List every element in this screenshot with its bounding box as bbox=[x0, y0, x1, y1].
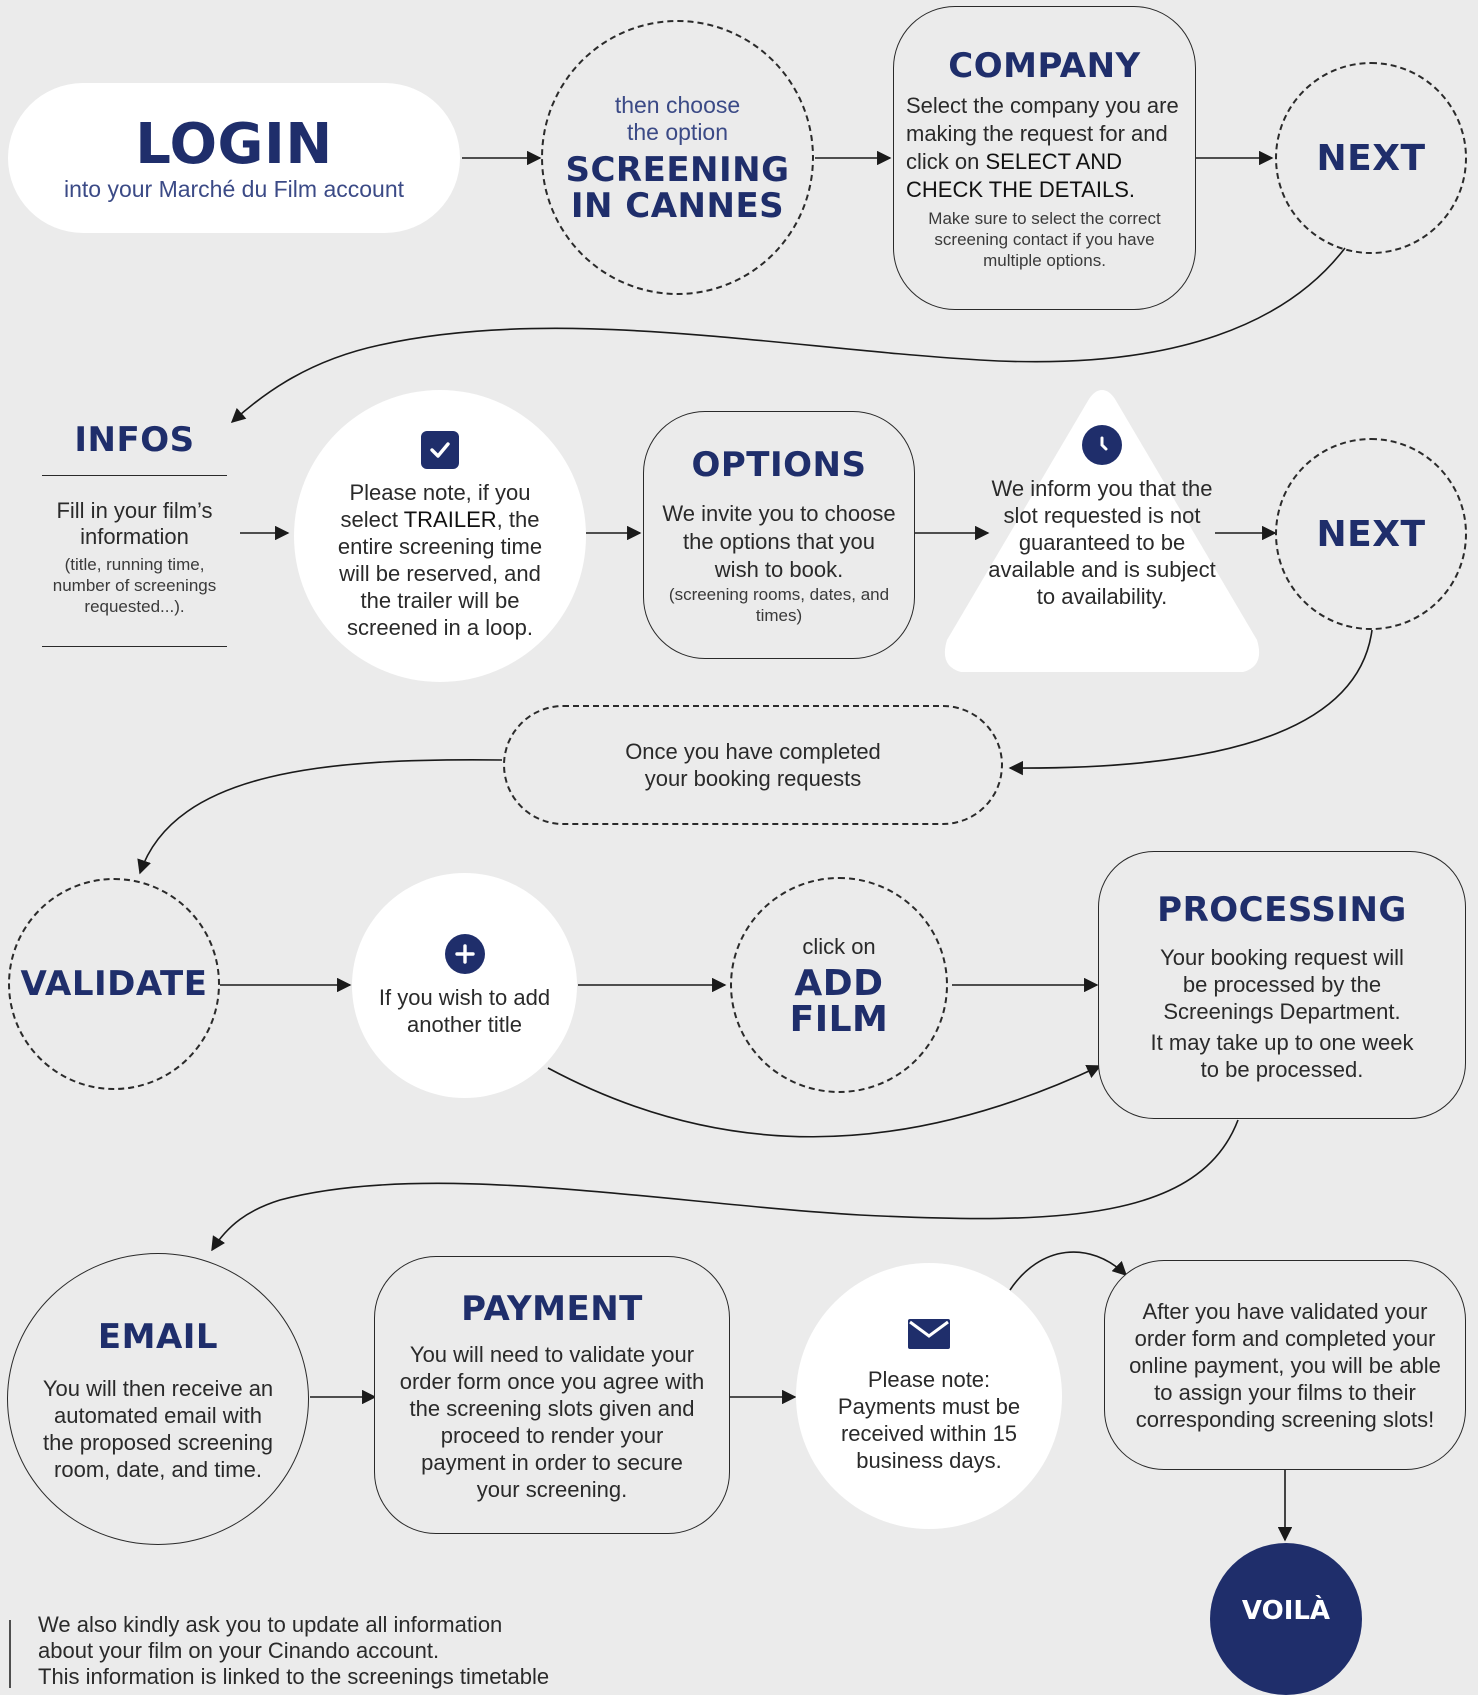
processing-text-2: It may take up to one week to be process… bbox=[1150, 1029, 1414, 1082]
curve-addtitle-to-processing bbox=[547, 1064, 1102, 1138]
curve-paynote-to-assign bbox=[1009, 1251, 1128, 1291]
next-step-2: NEXT bbox=[1275, 438, 1467, 630]
payment-note-text: Please note: Payments must be received w… bbox=[837, 1366, 1021, 1473]
trailer-note-after: , the entire screening time will be rese… bbox=[337, 507, 543, 640]
next-label-2: NEXT bbox=[1316, 513, 1426, 555]
envelope-icon bbox=[908, 1318, 950, 1354]
add-film-pre: click on bbox=[802, 933, 876, 959]
wave-processing-to-email bbox=[211, 1119, 1239, 1252]
assign-text: After you have validated your order form… bbox=[1129, 1298, 1441, 1432]
infos-rule-top bbox=[42, 475, 227, 476]
add-title-text: If you wish to add another title bbox=[378, 984, 551, 1037]
infos-rule-bottom bbox=[42, 646, 227, 647]
options-step: OPTIONS We invite you to choose the opti… bbox=[643, 411, 915, 659]
infos-step: INFOS Fill in your film’s information (t… bbox=[42, 415, 227, 647]
payment-step: PAYMENT You will need to validate your o… bbox=[374, 1256, 730, 1534]
footer-note: We also kindly ask you to update all inf… bbox=[38, 1612, 938, 1690]
infos-note: (title, running time, number of screenin… bbox=[52, 555, 217, 616]
email-step: EMAIL You will then receive an automated… bbox=[7, 1253, 309, 1545]
company-text-highlight: SELECT AND CHECK THE DETAILS. bbox=[906, 148, 1136, 202]
add-title-step: If you wish to add another title bbox=[352, 873, 577, 1098]
next-label-1: NEXT bbox=[1316, 137, 1426, 179]
company-text: Select the company you are making the re… bbox=[906, 92, 1183, 204]
validate-label: VALIDATE bbox=[20, 964, 208, 1004]
footer-line-1: We also kindly ask you to update all inf… bbox=[38, 1612, 503, 1637]
login-step: LOGIN into your Marché du Film account bbox=[8, 83, 460, 233]
login-subtitle: into your Marché du Film account bbox=[63, 175, 405, 202]
login-title: LOGIN bbox=[135, 111, 333, 177]
voila-step: VOILÀ bbox=[1210, 1543, 1362, 1695]
payment-text: You will need to validate your order for… bbox=[399, 1342, 705, 1502]
company-note: Make sure to select the correct screenin… bbox=[928, 208, 1161, 270]
assign-step: After you have validated your order form… bbox=[1104, 1260, 1466, 1470]
availability-step: We inform you that the slot requested is… bbox=[960, 425, 1244, 655]
options-title: OPTIONS bbox=[691, 445, 867, 485]
processing-step: PROCESSING Your booking request will be … bbox=[1098, 851, 1466, 1119]
company-step: COMPANY Select the company you are makin… bbox=[893, 6, 1196, 310]
processing-text: Your booking request will be processed b… bbox=[1160, 944, 1404, 1024]
curve-next-to-completed bbox=[1008, 629, 1373, 776]
plus-icon bbox=[444, 933, 485, 974]
completed-step: Once you have completed your booking req… bbox=[503, 705, 1003, 825]
infos-text: Fill in your film’s information bbox=[56, 498, 213, 549]
trailer-note-before: Please note, if you select bbox=[340, 480, 531, 532]
clock-icon bbox=[1082, 425, 1122, 465]
add-film-title-1: ADD bbox=[794, 962, 884, 1004]
trailer-note-highlight: TRAILER bbox=[403, 507, 497, 532]
checkbox-icon bbox=[421, 431, 459, 469]
email-text: You will then receive an automated email… bbox=[42, 1376, 274, 1482]
availability-triangle bbox=[944, 390, 1260, 672]
wave-next-to-infos bbox=[230, 247, 1346, 423]
email-title: EMAIL bbox=[97, 1317, 219, 1357]
trailer-note-text: Please note, if you select TRAILER, the … bbox=[326, 479, 554, 641]
curve-completed-to-validate bbox=[137, 759, 503, 875]
availability-text: We inform you that the slot requested is… bbox=[988, 476, 1216, 609]
infos-title: INFOS bbox=[74, 420, 195, 460]
footer-line-2: about your film on your Cinando account. bbox=[38, 1638, 440, 1663]
screening-title-2: IN CANNES bbox=[570, 185, 785, 226]
screening-pre: then choose the option bbox=[614, 91, 741, 145]
screening-step: then choose the option SCREENING IN CANN… bbox=[541, 20, 814, 295]
options-note: (screening rooms, dates, and times) bbox=[668, 585, 890, 625]
completed-text: Once you have completed your booking req… bbox=[625, 739, 881, 791]
payment-note-step: Please note: Payments must be received w… bbox=[796, 1263, 1062, 1529]
company-text-before: Select the company you are making the re… bbox=[906, 92, 1179, 174]
voila-label: VOILÀ bbox=[1241, 1596, 1331, 1626]
company-title: COMPANY bbox=[948, 45, 1141, 86]
processing-title: PROCESSING bbox=[1157, 889, 1407, 930]
options-text: We invite you to choose the options that… bbox=[662, 501, 896, 582]
validate-step: VALIDATE bbox=[8, 878, 220, 1090]
payment-title: PAYMENT bbox=[461, 1289, 643, 1329]
screening-title-1: SCREENING bbox=[565, 149, 790, 190]
trailer-note-step: Please note, if you select TRAILER, the … bbox=[294, 390, 586, 682]
next-step-1: NEXT bbox=[1275, 62, 1467, 254]
add-film-title-2: FILM bbox=[789, 998, 889, 1040]
add-film-step: click on ADD FILM bbox=[730, 877, 948, 1093]
footer-line-3: This information is linked to the screen… bbox=[38, 1664, 550, 1689]
